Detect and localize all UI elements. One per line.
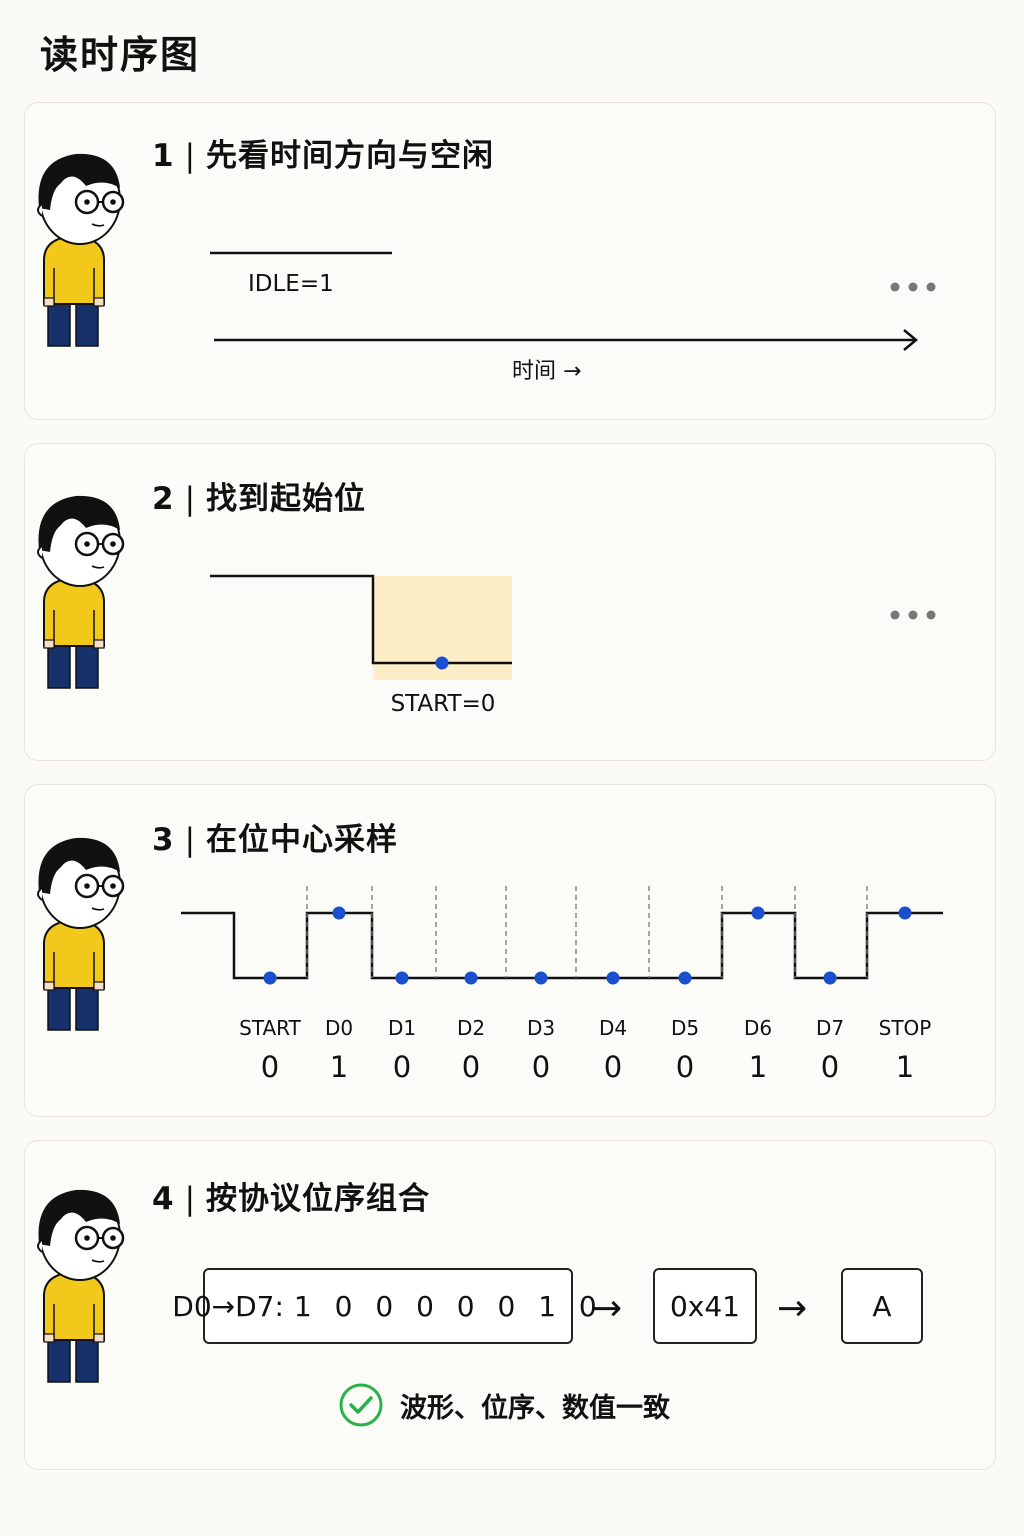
- bit-value-label: 0: [393, 1050, 411, 1084]
- bit-name-label: D6: [744, 1016, 772, 1040]
- bit-name-label: D3: [527, 1016, 555, 1040]
- bit-sequence: 1 0 0 0 0 0 1 0: [293, 1289, 604, 1323]
- step-number: 2: [152, 481, 175, 517]
- bit-value-label: 0: [532, 1050, 550, 1084]
- title-separator: |: [184, 822, 197, 858]
- confirmation-row: 波形、位序、数值一致: [338, 1382, 670, 1428]
- sample-dot: [823, 971, 837, 985]
- step-title-text: 找到起始位: [206, 481, 367, 517]
- time-label: 时间 →: [512, 359, 581, 384]
- arrow-icon: →: [777, 1288, 808, 1329]
- bit-name-label: D5: [671, 1016, 699, 1040]
- bit-name-label: STOP: [879, 1016, 932, 1040]
- bit-value-label: 0: [676, 1050, 694, 1084]
- sample-dot: [606, 971, 620, 985]
- bit-name-label: D1: [388, 1016, 416, 1040]
- bit-order-box: D0→D7:1 0 0 0 0 0 1 0: [172, 1268, 597, 1344]
- more-dots-icon: [890, 610, 936, 620]
- sample-dot: [898, 906, 912, 920]
- bit-value-label: 0: [821, 1050, 839, 1084]
- bit-value-label: 1: [749, 1050, 767, 1084]
- person-icon: [37, 153, 125, 347]
- time-axis-arrowhead: [903, 329, 918, 351]
- step-3-title: 3|在位中心采样: [152, 814, 398, 859]
- time-direction-diagram: IDLE=1 时间 →: [210, 251, 936, 384]
- step-title-text: 先看时间方向与空闲: [206, 138, 495, 174]
- title-separator: |: [184, 481, 197, 517]
- step-2-title: 2|找到起始位: [152, 473, 366, 518]
- arrow-icon: →: [592, 1288, 623, 1329]
- check-circle-icon: [339, 1383, 383, 1427]
- bit-value-label: 0: [604, 1050, 622, 1084]
- sample-dot: [263, 971, 277, 985]
- step-card-1: [24, 102, 996, 420]
- sampling-diagram: START 0 D0 1 D1 0 D2 0 D3 0 D4 0 D5 0 D6 1 D7 0 STOP 1: [181, 886, 943, 1084]
- hex-value: 0x41: [669, 1289, 740, 1323]
- page-title: 读时序图: [40, 33, 201, 77]
- person-icon: [37, 495, 125, 689]
- hex-value-box: 0x41: [653, 1268, 757, 1344]
- step-1-title: 1|先看时间方向与空闲: [152, 130, 494, 175]
- bit-name-label: D7: [816, 1016, 844, 1040]
- sample-dot: [395, 971, 409, 985]
- serial-waveform: [181, 911, 943, 980]
- bit-name-label: START: [239, 1016, 301, 1040]
- person-icon: [37, 1189, 125, 1383]
- idle-label: IDLE=1: [248, 271, 334, 297]
- bit-name-label: D4: [599, 1016, 627, 1040]
- char-value: A: [872, 1289, 892, 1323]
- bit-order-label: D0→D7:: [172, 1289, 284, 1323]
- title-separator: |: [184, 1181, 197, 1217]
- sample-dot: [464, 971, 478, 985]
- bit-value-label: 0: [261, 1050, 279, 1084]
- bit-value-label: 1: [330, 1050, 348, 1084]
- step-number: 3: [152, 822, 175, 858]
- start-bit-diagram: START=0: [210, 574, 936, 717]
- bit-name-label: D0: [325, 1016, 353, 1040]
- sample-dot: [332, 906, 346, 920]
- person-icon: [37, 837, 125, 1031]
- bit-dividers: [306, 886, 868, 978]
- step-number: 4: [152, 1181, 175, 1217]
- start-sample-dot: [435, 656, 449, 670]
- bit-labels: START 0 D0 1 D1 0 D2 0 D3 0 D4 0 D5 0 D6 1 D7 0 STOP 1: [239, 1016, 931, 1084]
- more-dots-icon: [890, 282, 936, 292]
- start-label: START=0: [391, 691, 496, 717]
- step-title-text: 在位中心采样: [206, 822, 399, 858]
- sample-dot: [534, 971, 548, 985]
- step-4-title: 4|按协议位序组合: [152, 1173, 430, 1218]
- sample-dot: [751, 906, 765, 920]
- step-number: 1: [152, 138, 175, 174]
- sample-dot: [678, 971, 692, 985]
- char-value-box: A: [841, 1268, 923, 1344]
- confirmation-text: 波形、位序、数值一致: [400, 1392, 670, 1424]
- title-separator: |: [184, 138, 197, 174]
- bit-value-label: 0: [462, 1050, 480, 1084]
- bit-value-label: 1: [896, 1050, 914, 1084]
- step-card-3: [24, 784, 996, 1117]
- sample-dots: [263, 906, 912, 985]
- step-title-text: 按协议位序组合: [206, 1181, 431, 1217]
- bit-name-label: D2: [457, 1016, 485, 1040]
